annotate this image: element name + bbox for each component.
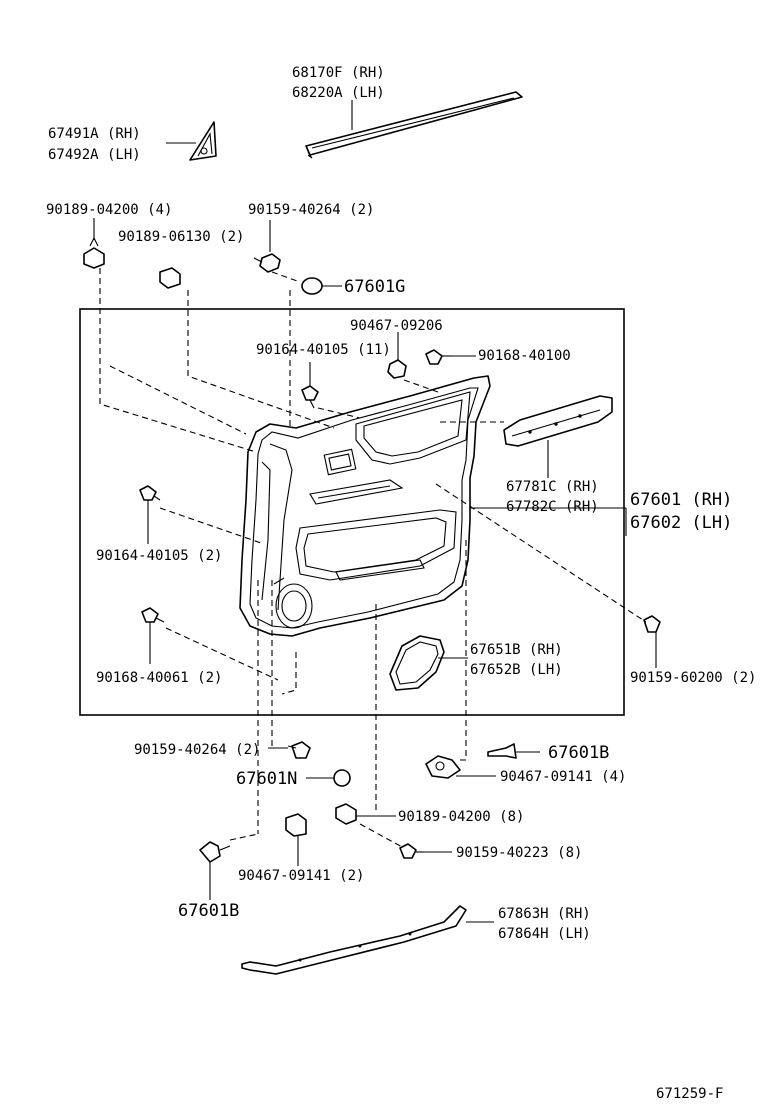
trim-assembly-frame [79, 308, 625, 716]
label-screw-40223: 90159-40223 (8) [456, 845, 582, 861]
clip-90189-04200-bottom [335, 803, 357, 825]
label-clip-09141-2: 90467-09141 (2) [238, 868, 364, 884]
label-cap-67601b-right: 67601B [548, 743, 609, 763]
screw-90159-40223 [399, 843, 424, 859]
speaker-grille-part [389, 635, 445, 691]
label-screw-40100: 90168-40100 [478, 348, 571, 364]
screw-90164-40105-lower [139, 485, 161, 501]
label-clip-09141-4: 90467-09141 (4) [500, 769, 626, 785]
label-armrest-rh: 67781C (RH) [506, 479, 599, 495]
screw-90159-40264-bottom [287, 741, 311, 759]
corner-cover-part [189, 121, 217, 161]
cap-67601n [333, 769, 351, 787]
belt-moulding-part [305, 91, 523, 159]
label-clip-09206: 90467-09206 [350, 318, 443, 334]
cap-67601b-right [487, 743, 517, 759]
labels: 68170F (RH) 68220A (LH) 67491A (RH) 6749… [46, 65, 756, 1102]
screw-90168-40100 [425, 349, 452, 365]
label-corner-cover-lh: 67492A (LH) [48, 147, 141, 163]
label-screw-40264-bottom: 90159-40264 (2) [134, 742, 260, 758]
label-clip-04200-8: 90189-04200 (8) [398, 809, 524, 825]
cap-67601b-left [199, 841, 231, 863]
armrest-part [503, 395, 613, 447]
clip-90189-04200-top [83, 236, 105, 269]
label-screw-40105-2: 90164-40105 (2) [96, 548, 222, 564]
screw-90168-40061 [141, 607, 165, 623]
screw-90159-60200 [643, 615, 661, 633]
label-trim-board-lh: 67602 (LH) [630, 513, 732, 533]
clip-90467-09206 [387, 359, 407, 379]
clip-90467-09141-left [285, 813, 307, 837]
label-grille-lh: 67652B (LH) [470, 662, 563, 678]
clip-90189-06130 [159, 267, 181, 289]
label-corner-cover-rh: 67491A (RH) [48, 126, 141, 142]
label-grille-rh: 67651B (RH) [470, 642, 563, 658]
label-belt-moulding-lh: 68220A (LH) [292, 85, 385, 101]
label-screw-40105-11: 90164-40105 (11) [256, 342, 391, 358]
label-screw-40061: 90168-40061 (2) [96, 670, 222, 686]
label-cap-67601b-left: 67601B [178, 901, 239, 921]
label-cap-67601g: 67601G [344, 277, 405, 297]
label-weatherstrip-lh: 67864H (LH) [498, 926, 591, 942]
assembly-dashed-lines [99, 268, 647, 849]
label-clip-04200-4: 90189-04200 (4) [46, 202, 172, 218]
label-clip-06130: 90189-06130 (2) [118, 229, 244, 245]
label-cap-67601n: 67601N [236, 769, 297, 789]
door-trim-board-part [239, 375, 491, 637]
label-screw-60200: 90159-60200 (2) [630, 670, 756, 686]
cap-67601g [301, 277, 323, 295]
screw-90164-40105-upper [301, 385, 319, 409]
label-belt-moulding-rh: 68170F (RH) [292, 65, 385, 81]
label-trim-board-rh: 67601 (RH) [630, 490, 732, 510]
label-weatherstrip-rh: 67863H (RH) [498, 906, 591, 922]
label-screw-40264-top: 90159-40264 (2) [248, 202, 374, 218]
figure-code: 671259-F [656, 1086, 723, 1102]
weatherstrip-part [241, 905, 467, 975]
clip-90467-09141-right [425, 755, 461, 779]
label-armrest-rh2: 67782C (RH) [506, 499, 599, 515]
screw-90159-40264-top [253, 253, 281, 273]
